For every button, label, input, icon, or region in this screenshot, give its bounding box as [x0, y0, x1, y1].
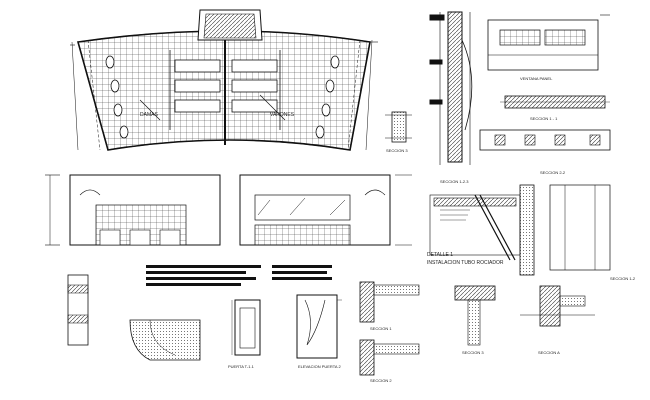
label-seccion-right: SECCION 1-2 — [610, 276, 636, 281]
label-ventana-panel: VENTANA PANEL — [520, 76, 553, 81]
label-elevacion-puerta: ELEVACION PUERTA 2 — [298, 364, 341, 369]
label-seccion-1-2: SECCION 1-2.3 — [440, 179, 469, 184]
label-seccion-b: SECCION 2 — [370, 378, 392, 383]
label-seccion-2-2: SECCION 2-2 — [540, 170, 566, 175]
label-instalacion: INSTALACION TUBO ROCIADOR — [427, 260, 504, 266]
elevation-left — [45, 174, 221, 246]
vertical-wall-detail — [429, 11, 473, 165]
label-seccion-d: SECCION A — [538, 350, 560, 355]
door-elevation-1 — [231, 299, 261, 356]
window-panel-elevation — [487, 14, 610, 71]
bottom-sections — [359, 281, 595, 376]
sprinkler-detail — [429, 184, 535, 276]
plan-label-right: VARONES — [270, 112, 295, 118]
restroom-floor-plan — [70, 9, 378, 151]
elevation-right — [239, 174, 412, 246]
label-seccion-a: SECCION 1 — [370, 326, 392, 331]
section-1-1-strip — [500, 95, 610, 109]
notes-block — [146, 265, 332, 286]
door-swing-detail — [67, 274, 201, 361]
door-elevation-2 — [296, 294, 342, 359]
plan-label-left: DAMAS — [140, 112, 158, 118]
label-seccion-c: SECCION 3 — [462, 350, 484, 355]
label-seccion-3: SECCION 3 — [386, 148, 408, 153]
label-detalle-1: DETALLE 1 — [427, 252, 453, 258]
section-2-2-strip — [479, 129, 611, 151]
label-puerta-1: PUERTA T-1.1 — [228, 364, 255, 369]
label-seccion-1-1: SECCION 1 - 1 — [530, 116, 558, 121]
section-3-detail — [385, 111, 412, 143]
right-elevation-strip — [549, 184, 611, 271]
